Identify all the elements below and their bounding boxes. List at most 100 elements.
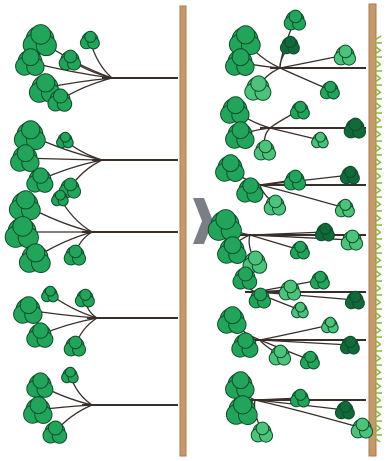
leaf-blob [345,336,356,347]
leaf-blob [305,351,316,362]
leaf-blob [45,286,55,296]
leaf-cluster [341,230,362,250]
leaf-cluster [280,36,299,54]
leaf-blob [232,122,249,139]
leaf-blob [55,190,65,200]
leaf-blob [69,336,82,349]
leaf-blob [13,217,33,237]
leaf-cluster [290,101,309,119]
leaf-cluster [208,210,241,241]
leaf-blob [239,267,253,281]
leaf-blob [249,251,263,265]
branch-tier [226,10,366,100]
leaf-blob [85,31,96,42]
leaf-blob [37,74,55,92]
leaf-cluster [218,307,246,334]
leaf-blob [224,237,241,254]
trunk [180,6,186,456]
leaf-cluster [322,317,339,333]
leaf-cluster [345,291,364,309]
leaf-blob [259,140,272,153]
leaf-cluster [279,280,300,300]
leaf-blob [17,145,34,162]
leaf-cluster [315,223,334,241]
leaf-cluster [284,10,305,30]
leaf-blob [17,191,35,209]
leaf-blob [295,101,306,112]
leaf-blob [256,422,269,435]
leaf-blob [339,45,352,58]
branch-tier [5,190,178,272]
leaf-blob [325,81,336,92]
leaf-blob [30,397,47,414]
leaf-cluster [340,336,359,354]
leaf-blob [33,168,48,183]
leaf-cluster [62,367,79,383]
leaf-cluster [320,81,339,99]
leaf-cluster [300,351,319,369]
branch-tier [14,286,178,356]
branch-tier [16,25,178,112]
leaf-blob [64,178,77,191]
leaf-blob [22,121,40,139]
trunk [369,4,376,456]
leaf-cluster [57,132,74,148]
leaf-blob [65,367,75,377]
leaf-cluster [232,333,258,357]
leaf-blob [340,401,351,412]
leaf-blob [289,10,302,23]
leaf-cluster [218,237,246,264]
leaf-cluster [19,244,50,273]
branch-tier [216,155,366,217]
leaf-blob [222,155,239,172]
leaf-blob [20,297,37,314]
branch-tier [221,97,366,160]
leaf-cluster [14,297,42,324]
sub-branch [270,128,320,140]
leaf-cluster [292,302,309,318]
leaf-blob [285,36,296,47]
branch-tier [226,372,373,442]
leaf-blob [340,199,351,210]
leaf-blob [346,230,359,243]
leaf-blob [295,241,306,252]
leaf-cluster [310,271,329,289]
leaf-cluster [5,217,38,248]
leaf-blob [356,418,369,431]
leaf-blob [295,302,305,312]
leaf-blob [269,195,282,208]
leaf-cluster [251,422,272,442]
leaf-cluster [64,245,85,265]
leaf-blob [349,118,362,131]
right-panel [208,4,382,456]
branch-tier [208,210,366,274]
leaf-blob [80,289,91,300]
branch-tier [11,121,178,198]
leaf-blob [295,389,306,400]
leaf-blob [350,291,361,302]
leaf-blob [251,76,266,91]
left-panel [5,6,186,456]
leaf-blob [60,132,70,142]
leaf-blob [254,288,267,301]
leaf-blob [320,223,331,234]
leaf-blob [274,345,287,358]
leaf-cluster [221,97,249,124]
right-arrow-icon [193,198,213,244]
leaf-cluster [340,166,359,184]
leaf-cluster [245,76,271,100]
leaf-cluster [312,132,329,148]
leaf-cluster [226,372,254,399]
leaf-blob [289,170,302,183]
leaf-blob [216,210,236,230]
leaf-cluster [14,121,45,150]
arrow-shape [193,198,213,244]
leaf-cluster [226,122,254,149]
leaf-blob [54,89,68,103]
leaf-blob [27,244,45,262]
leaf-cluster [27,323,53,347]
leaf-cluster [75,289,94,307]
leaf-cluster [42,286,59,302]
leaf-cluster [290,241,309,259]
leaf-cluster [334,45,355,65]
